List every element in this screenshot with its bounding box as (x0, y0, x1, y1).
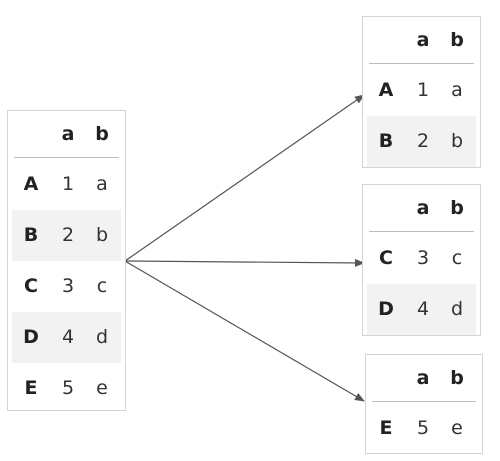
cell-b: e (96, 377, 108, 399)
table-row: A 1 a (8, 159, 125, 210)
arrow-to-chunk-3 (124, 260, 365, 402)
table-row: D 4 d (12, 312, 121, 363)
column-header-b: b (95, 123, 109, 145)
cell-a: 5 (416, 417, 430, 439)
table-row: D 4 d (367, 284, 476, 335)
cell-b: a (96, 173, 108, 195)
source-dataframe: a b A 1 a B 2 b C 3 c D 4 d (7, 110, 126, 411)
cell-a: 2 (61, 224, 75, 246)
cell-b: d (450, 298, 464, 320)
header-divider (14, 157, 119, 158)
cell-b: c (96, 275, 108, 297)
cell-a: 3 (416, 247, 430, 269)
column-header-b: b (450, 367, 464, 389)
cell-b: b (95, 224, 109, 246)
header-divider (369, 231, 474, 232)
cell-b: d (95, 326, 109, 348)
cell-a: 2 (416, 130, 430, 152)
cell-b: b (450, 130, 464, 152)
table-row: E 5 e (366, 403, 482, 454)
table-row: A 1 a (363, 65, 480, 116)
row-index: D (378, 298, 394, 320)
cell-b: c (451, 247, 463, 269)
row-index: C (24, 275, 38, 297)
row-index: D (23, 326, 39, 348)
chunk-2-body: C 3 c D 4 d (363, 233, 480, 335)
column-header-b: b (450, 197, 464, 219)
cell-a: 5 (61, 377, 75, 399)
row-index: B (23, 224, 39, 246)
source-body: A 1 a B 2 b C 3 c D 4 d E 5 e (8, 159, 125, 414)
table-row: E 5 e (8, 363, 125, 414)
cell-a: 4 (61, 326, 75, 348)
row-index: B (378, 130, 394, 152)
table-row: C 3 c (8, 261, 125, 312)
cell-a: 4 (416, 298, 430, 320)
column-header-a: a (416, 367, 430, 389)
row-index: E (379, 417, 393, 439)
table-row: B 2 b (12, 210, 121, 261)
row-index: A (378, 79, 394, 101)
column-header-a: a (61, 123, 75, 145)
chunk-dataframe-2: a b C 3 c D 4 d (362, 184, 481, 336)
cell-b: e (451, 417, 463, 439)
column-header-a: a (416, 197, 430, 219)
cell-a: 3 (61, 275, 75, 297)
table-row: B 2 b (367, 116, 476, 167)
chunk-dataframe-3: a b E 5 e (365, 354, 483, 454)
chunk-1-body: A 1 a B 2 b (363, 65, 480, 167)
cell-a: 1 (61, 173, 75, 195)
cell-b: a (451, 79, 463, 101)
chunk-1-header: a b (363, 17, 480, 63)
row-index: C (379, 247, 393, 269)
chunk-3-body: E 5 e (366, 403, 482, 454)
row-index: E (24, 377, 38, 399)
header-divider (372, 401, 476, 402)
arrow-to-chunk-1 (124, 94, 365, 262)
arrow-to-chunk-2 (124, 258, 365, 267)
header-divider (369, 63, 474, 64)
chunk-3-header: a b (366, 355, 482, 401)
chunk-dataframe-1: a b A 1 a B 2 b (362, 16, 481, 168)
column-header-b: b (450, 29, 464, 51)
source-header: a b (8, 111, 125, 157)
row-index: A (23, 173, 39, 195)
table-row: C 3 c (363, 233, 480, 284)
column-header-a: a (416, 29, 430, 51)
chunk-2-header: a b (363, 185, 480, 231)
cell-a: 1 (416, 79, 430, 101)
